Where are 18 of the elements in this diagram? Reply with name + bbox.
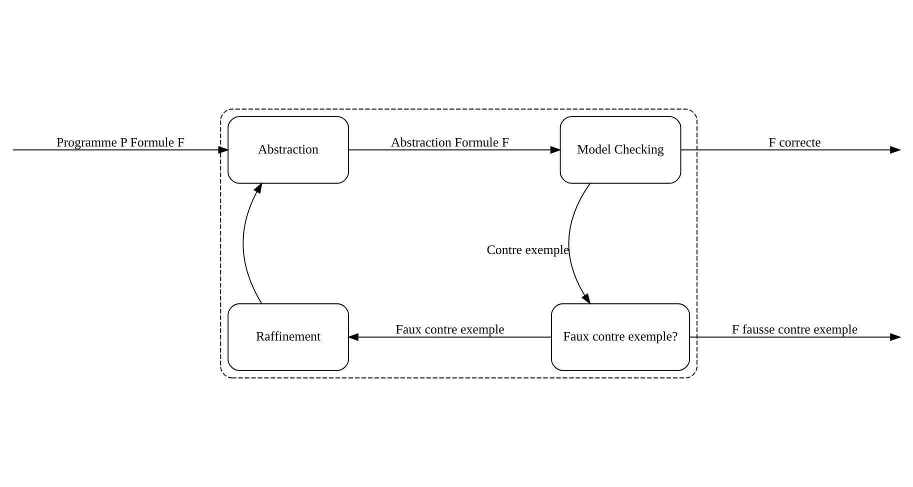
edge-label: Faux contre exemple <box>396 322 504 337</box>
node-box: Abstraction <box>228 116 349 184</box>
arrow <box>680 146 902 154</box>
node-box: Faux contre exemple? <box>551 303 690 371</box>
edge-label: Abstraction Formule F <box>390 134 510 150</box>
cluster <box>220 108 698 378</box>
arrow <box>347 333 552 341</box>
node-box: Model Checking <box>560 116 682 184</box>
arrow <box>12 146 230 154</box>
arrow <box>348 146 562 154</box>
edge-label: F correcte <box>768 134 821 150</box>
arrow <box>568 183 591 305</box>
arrow <box>689 333 902 341</box>
node-box: Raffinement <box>228 303 349 371</box>
edge-label: F fausse contre exemple <box>732 322 858 337</box>
arrow <box>242 182 262 304</box>
edge-label: Programme P Formule F <box>56 134 185 150</box>
edge-label: Contre exemple <box>486 242 570 257</box>
